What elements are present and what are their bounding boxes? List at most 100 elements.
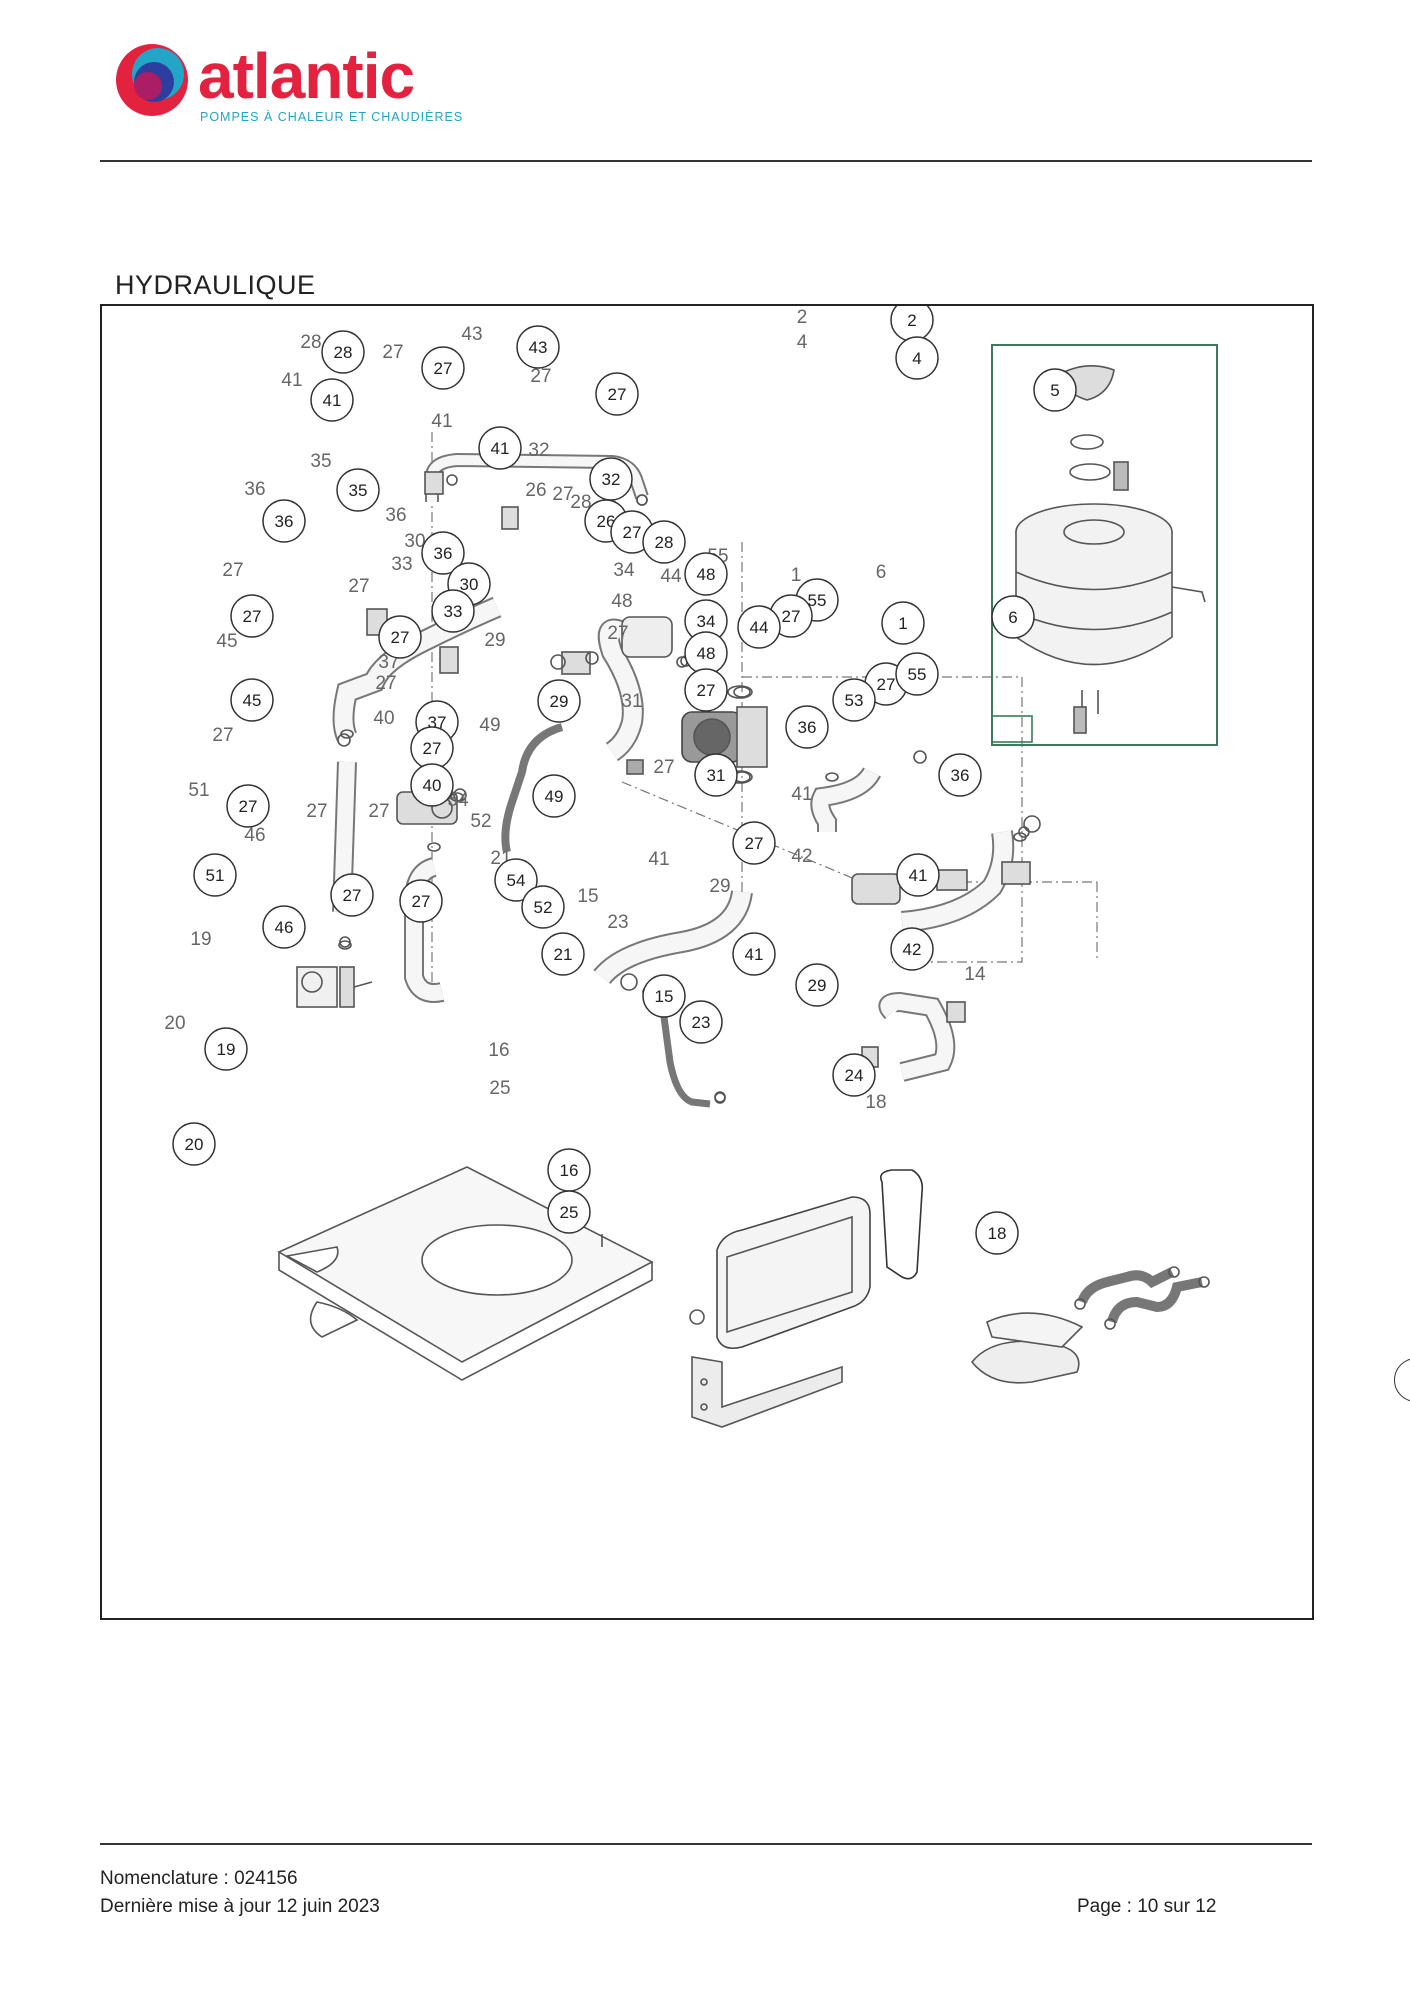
part-label-41: 41 <box>281 370 302 391</box>
part-label-26: 26 <box>525 480 546 501</box>
part-label-49: 49 <box>479 715 500 736</box>
callout-number: 27 <box>608 385 627 404</box>
callout-circle <box>642 520 686 564</box>
pipe-42 <box>861 991 966 1082</box>
bracket-25 <box>691 1356 843 1428</box>
callout-number: 27 <box>243 607 262 626</box>
callout-bubble-27: 27 <box>595 372 639 416</box>
callout-circle <box>737 605 781 649</box>
callout-bubble-33: 33 <box>431 589 475 633</box>
part-label-41: 41 <box>648 849 669 870</box>
callout-bubble-55: 55 <box>895 652 939 696</box>
callout-bubble-24: 24 <box>832 1053 876 1097</box>
callout-number: 29 <box>808 976 827 995</box>
callout-circle <box>172 1122 216 1166</box>
callout-number: 49 <box>545 787 564 806</box>
callout-number: 48 <box>697 565 716 584</box>
callout-bubble-44: 44 <box>737 605 781 649</box>
callout-circle <box>684 552 728 596</box>
callout-bubble-52: 52 <box>521 885 565 929</box>
callout-number: 32 <box>602 470 621 489</box>
tray-19 <box>277 1166 654 1381</box>
callout-bubble-5: 5 <box>1033 368 1077 412</box>
callout-bubble-42: 42 <box>890 927 934 971</box>
callout-circle <box>421 346 465 390</box>
part-label-23: 23 <box>607 912 628 933</box>
callout-circle <box>330 873 374 917</box>
cropped-callout-bubble <box>1394 1358 1410 1402</box>
brand-wordmark: atlantic <box>198 40 415 112</box>
callout-number: 53 <box>845 691 864 710</box>
callout-number: 42 <box>903 940 922 959</box>
part-label-29: 29 <box>484 630 505 651</box>
logo-mark-icon <box>116 44 188 116</box>
callout-circle <box>378 615 422 659</box>
callout-circle <box>494 858 538 902</box>
callout-number: 45 <box>243 691 262 710</box>
callout-number: 36 <box>798 718 817 737</box>
callout-bubble-45: 45 <box>230 678 274 722</box>
part-label-44: 44 <box>660 566 682 587</box>
part-label-52: 52 <box>470 811 491 832</box>
callout-bubble-54: 54 <box>494 858 538 902</box>
part-label-31: 31 <box>621 691 642 712</box>
callout-bubble-40: 40 <box>410 763 454 807</box>
callout-circle <box>991 595 1035 639</box>
callout-circle <box>478 426 522 470</box>
part-label-27: 27 <box>212 725 233 746</box>
brand-tagline: POMPES À CHALEUR ET CHAUDIÈRES <box>200 110 464 124</box>
callout-number: 4 <box>912 349 921 368</box>
callout-number: 36 <box>275 512 294 531</box>
part-label-14: 14 <box>964 964 986 985</box>
part-label-45: 45 <box>216 631 237 652</box>
callout-circle <box>881 601 925 645</box>
part-label-35: 35 <box>310 451 331 472</box>
callout-circle <box>262 905 306 949</box>
callout-bubble-27: 27 <box>684 668 728 712</box>
part-label-19: 19 <box>190 929 211 950</box>
section-title: HYDRAULIQUE <box>115 270 316 300</box>
callout-circle <box>193 853 237 897</box>
callout-number: 25 <box>560 1203 579 1222</box>
callout-circle <box>399 879 443 923</box>
callout-circle <box>226 784 270 828</box>
callout-bubble-31: 31 <box>694 753 738 797</box>
part-label-40: 40 <box>373 708 394 729</box>
callout-number: 5 <box>1050 381 1059 400</box>
callout-bubble-46: 46 <box>262 905 306 949</box>
callout-number: 44 <box>750 618 769 637</box>
callout-bubble-20: 20 <box>172 1122 216 1166</box>
callout-bubble-36: 36 <box>421 531 465 575</box>
callout-bubble-27: 27 <box>399 879 443 923</box>
part-label-27: 27 <box>552 484 573 505</box>
callout-bubble-16: 16 <box>547 1148 591 1192</box>
callout-circle <box>547 1190 591 1234</box>
callout-number: 34 <box>697 612 716 631</box>
callout-number: 54 <box>507 871 526 890</box>
callout-number: 30 <box>460 575 479 594</box>
insulation-24 <box>970 1312 1084 1384</box>
callout-number: 27 <box>877 675 896 694</box>
callout-bubble-28: 28 <box>642 520 686 564</box>
callout-bubble-19: 19 <box>204 1027 248 1071</box>
part-label-15: 15 <box>577 886 598 907</box>
callout-number: 28 <box>334 343 353 362</box>
callout-circle <box>262 499 306 543</box>
callout-bubble-27: 27 <box>732 821 776 865</box>
part-label-34: 34 <box>613 560 635 581</box>
callout-circle <box>732 821 776 865</box>
part-label-6: 6 <box>876 562 887 583</box>
callout-circle <box>832 1053 876 1097</box>
callout-bubble-29: 29 <box>795 963 839 1007</box>
last-update-text: Dernière mise à jour 12 juin 2023 <box>100 1896 380 1917</box>
callout-circle <box>230 678 274 722</box>
part-label-28: 28 <box>300 332 321 353</box>
callout-bubble-4: 4 <box>895 336 939 380</box>
callout-number: 55 <box>908 665 927 684</box>
callout-number: 1 <box>898 614 907 633</box>
callout-bubble-27: 27 <box>410 726 454 770</box>
part-label-25: 25 <box>489 1078 510 1099</box>
vessel-group-frame <box>991 344 1218 746</box>
